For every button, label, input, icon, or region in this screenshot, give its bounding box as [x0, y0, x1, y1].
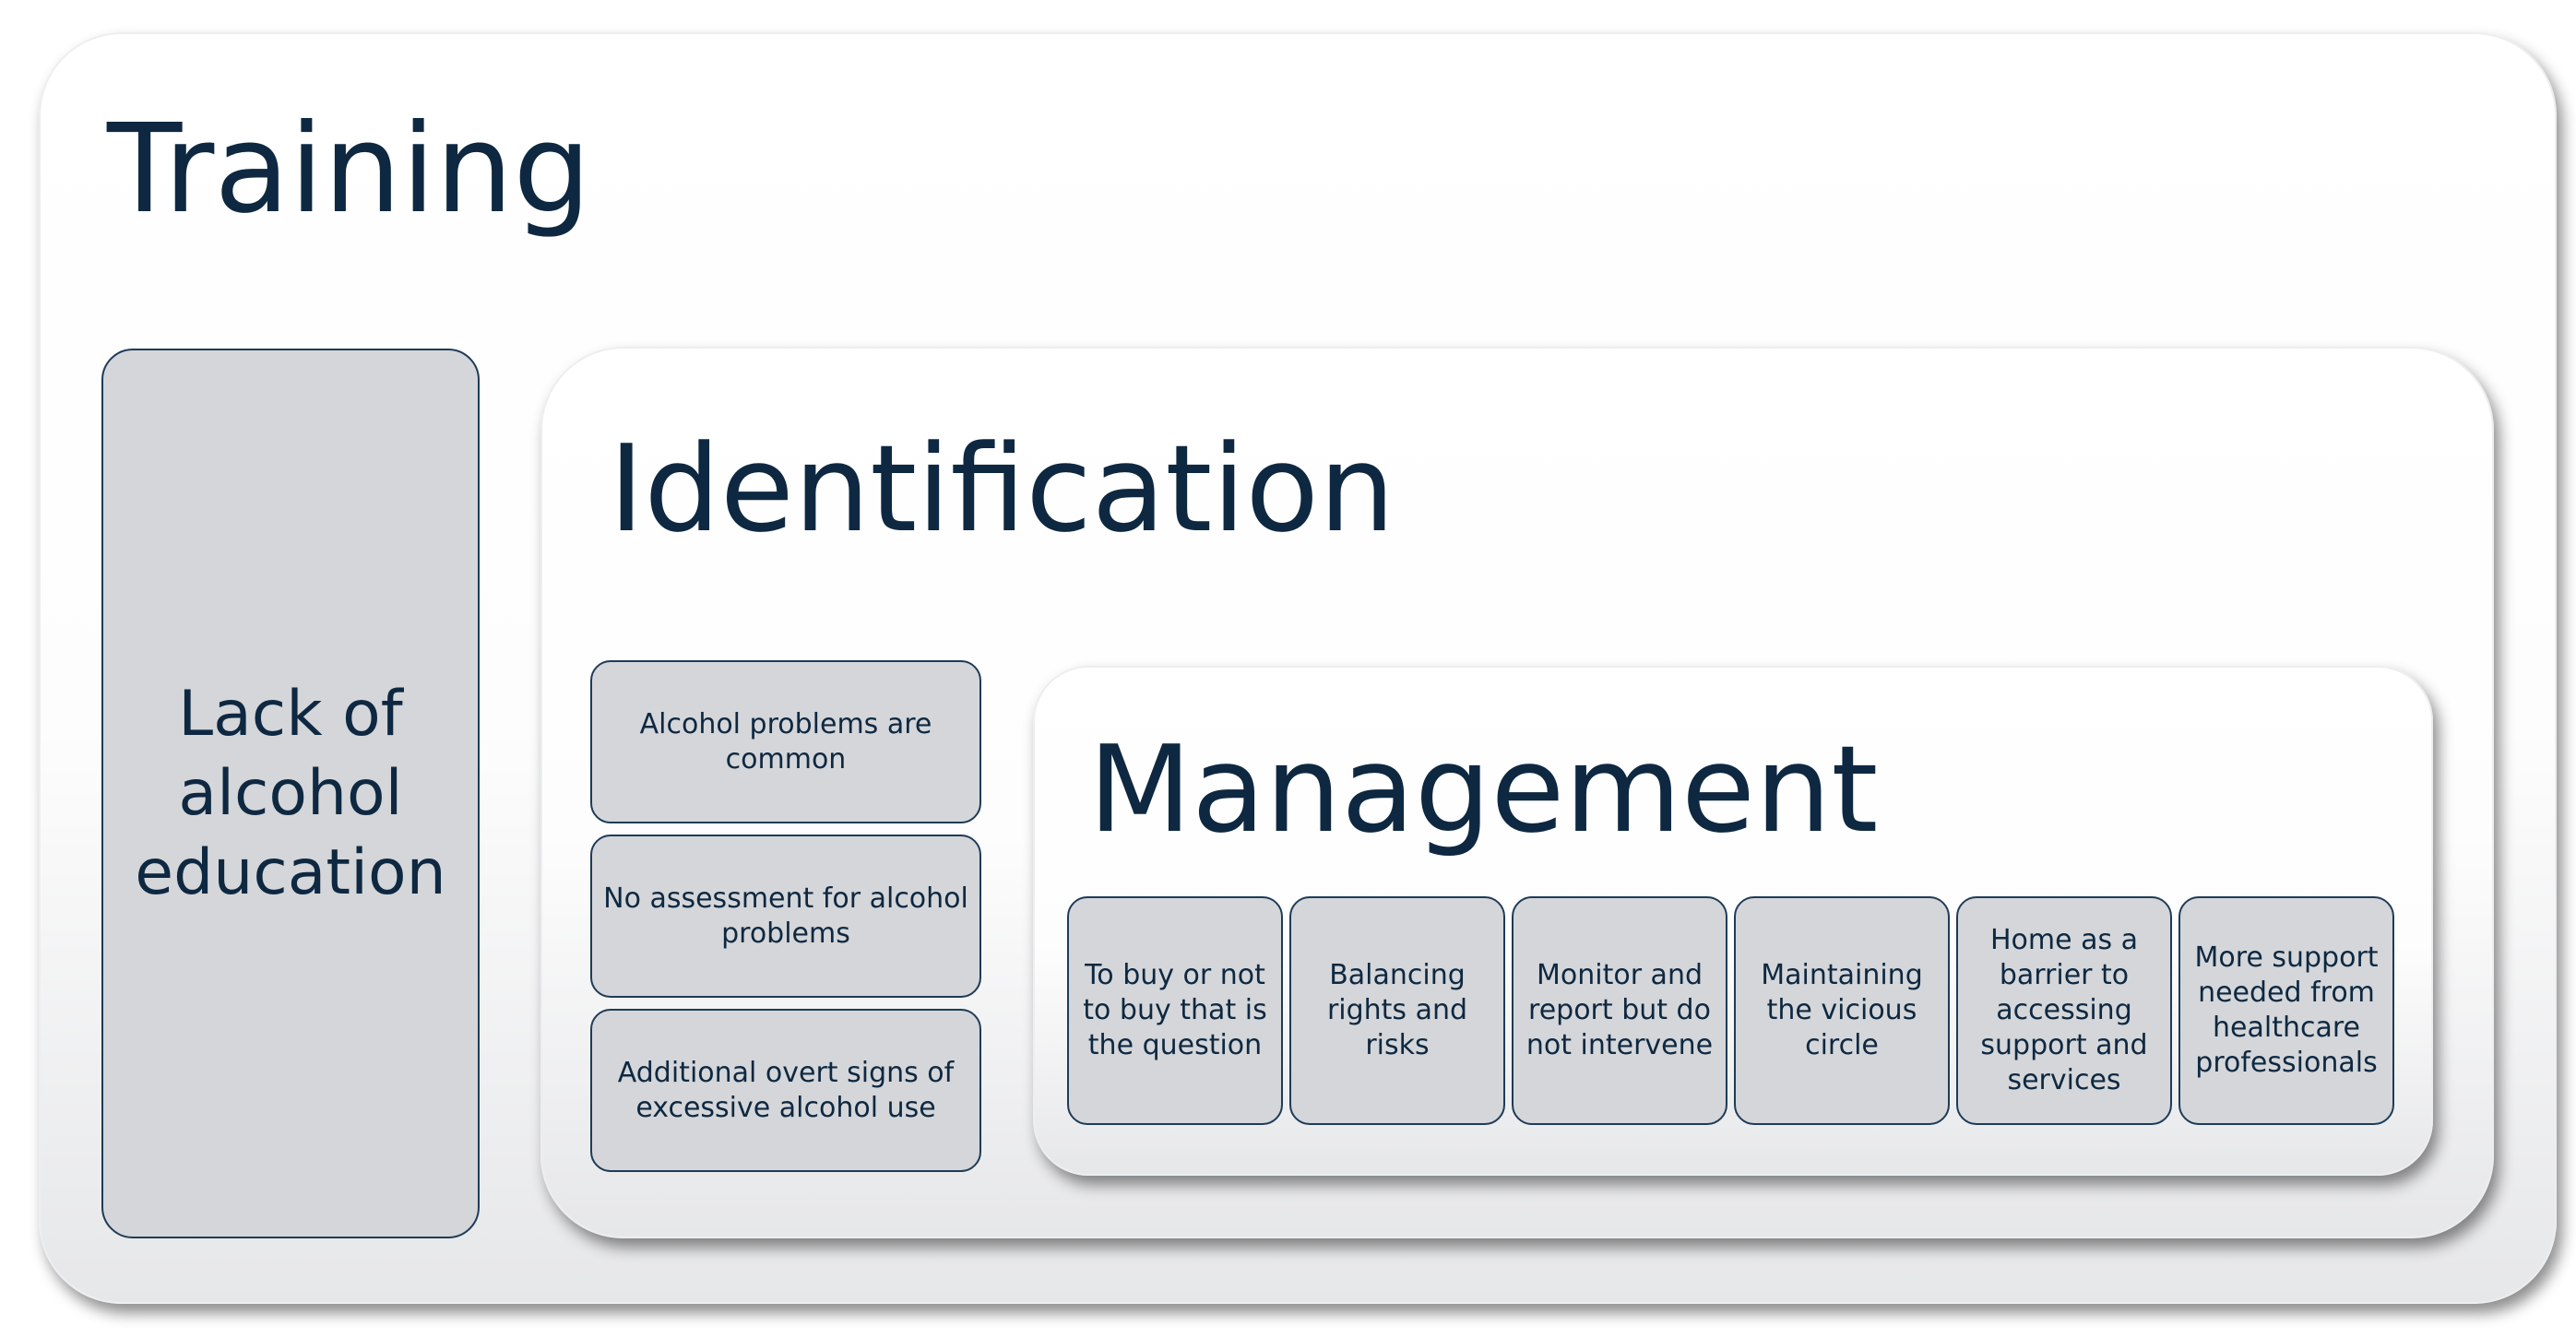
label-line: support and [1980, 1029, 2148, 1061]
box-label: No assessment for alcohol problems [603, 882, 968, 952]
box-label: More support needed from healthcare prof… [2194, 941, 2378, 1081]
label-line: Alcohol problems are [639, 707, 932, 740]
label-line: alcohol [178, 756, 403, 830]
management-box-more-support-needed: More support needed from healthcare prof… [2178, 896, 2394, 1125]
label-line: services [2007, 1064, 2121, 1096]
management-box-balancing-rights-risks: Balancing rights and risks [1289, 896, 1505, 1125]
identification-box-overt-signs: Additional overt signs of excessive alco… [590, 1009, 981, 1172]
management-box-monitor-and-report: Monitor and report but do not intervene [1512, 896, 1727, 1125]
label-line: not intervene [1525, 1029, 1714, 1061]
label-line: problems [721, 917, 850, 950]
label-line: barrier to [1999, 959, 2130, 991]
lack-of-alcohol-education-label: Lack of alcohol education [135, 675, 445, 913]
box-label: To buy or not to buy that is the questio… [1083, 958, 1266, 1063]
label-line: To buy or not [1085, 959, 1265, 991]
box-label: Home as a barrier to accessing support a… [1980, 923, 2147, 1098]
training-title: Training [107, 99, 591, 241]
label-line: the vicious [1766, 994, 1917, 1026]
identification-box-alcohol-problems-common: Alcohol problems are common [590, 660, 981, 823]
box-label: Additional overt signs of excessive alco… [618, 1056, 954, 1126]
label-line: the question [1087, 1029, 1263, 1061]
label-line: excessive alcohol use [635, 1091, 936, 1124]
label-line: Additional overt signs of [617, 1056, 955, 1089]
label-line: healthcare [2213, 1012, 2360, 1044]
label-line: circle [1805, 1029, 1879, 1061]
identification-box-no-assessment: No assessment for alcohol problems [590, 835, 981, 998]
label-line: report but do [1528, 994, 1711, 1026]
label-line: No assessment for alcohol [603, 882, 968, 915]
management-box-vicious-circle: Maintaining the vicious circle [1734, 896, 1950, 1125]
management-box-to-buy-or-not: To buy or not to buy that is the questio… [1067, 896, 1283, 1125]
label-line: rights and [1326, 994, 1468, 1026]
box-label: Alcohol problems are common [640, 707, 932, 777]
management-title: Management [1088, 719, 1879, 859]
label-line: Lack of [178, 677, 403, 751]
label-line: education [135, 835, 446, 909]
label-line: Balancing [1329, 959, 1466, 991]
identification-title: Identification [609, 419, 1395, 559]
label-line: needed from [2198, 977, 2375, 1009]
lack-of-alcohol-education-box: Lack of alcohol education [101, 349, 480, 1238]
label-line: Monitor and [1536, 959, 1703, 991]
label-line: risks [1365, 1029, 1430, 1061]
box-label: Maintaining the vicious circle [1761, 958, 1923, 1063]
box-label: Balancing rights and risks [1327, 958, 1467, 1063]
label-line: Maintaining [1761, 959, 1923, 991]
box-label: Monitor and report but do not intervene [1526, 958, 1713, 1063]
label-line: common [725, 742, 847, 776]
label-line: accessing [1996, 994, 2132, 1026]
management-box-home-as-barrier: Home as a barrier to accessing support a… [1956, 896, 2172, 1125]
label-line: Home as a [1989, 924, 2139, 956]
label-line: More support [2194, 941, 2379, 974]
label-line: to buy that is [1083, 994, 1267, 1026]
label-line: professionals [2195, 1047, 2378, 1079]
